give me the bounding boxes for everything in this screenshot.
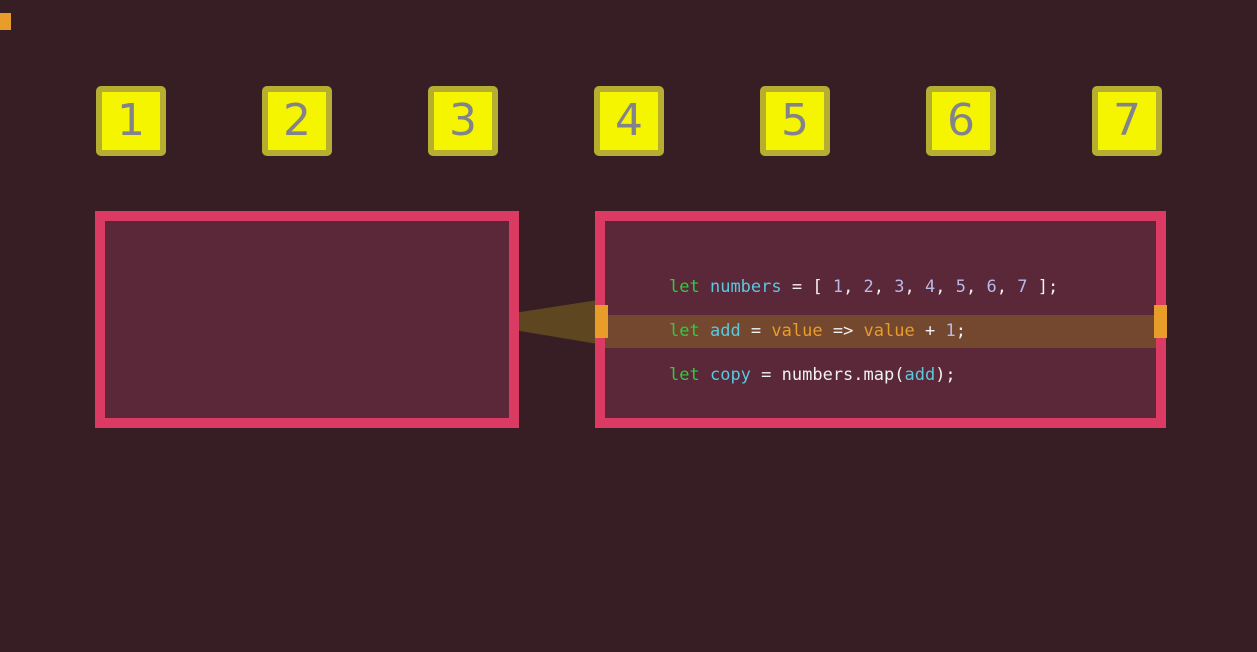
array-element-tile-label: 1: [117, 95, 145, 146]
code-token-keyword: let: [669, 365, 700, 385]
code-token-number: 1: [832, 277, 844, 297]
array-element-tile-2[interactable]: 2: [262, 86, 332, 156]
connector-wedge: [514, 300, 598, 344]
code-token-plain: =: [750, 365, 782, 385]
array-element-tile-6[interactable]: 6: [926, 86, 996, 156]
code-token-number: 2: [863, 277, 874, 297]
code-token-plain: =>: [822, 321, 864, 341]
array-element-tile-3[interactable]: 3: [428, 86, 498, 156]
code-token-number: 5: [955, 277, 966, 297]
array-element-tile-5[interactable]: 5: [760, 86, 830, 156]
code-token-plain: = [: [781, 277, 833, 297]
active-line-marker-left: [595, 305, 608, 338]
code-line[interactable]: let numbers = [ 1, 2, 3, 4, 5, 6, 7 ];: [605, 271, 1156, 304]
code-token-param: value: [771, 321, 823, 341]
array-element-tile-label: 7: [1113, 95, 1141, 146]
execution-flow-connector: [514, 300, 598, 344]
array-element-tile-label: 6: [947, 95, 975, 146]
code-token-ident: numbers: [709, 277, 782, 297]
code-token-plain: [700, 359, 710, 392]
code-token-plain: ,: [843, 277, 864, 297]
code-token-plain: =: [740, 321, 772, 341]
code-token-plain: numbers.map(: [781, 365, 905, 385]
code-token-param: value: [863, 321, 915, 341]
code-token-number: 1: [945, 321, 956, 341]
code-token-plain: ,: [873, 277, 895, 297]
array-element-tile-7[interactable]: 7: [1092, 86, 1162, 156]
code-token-ident: copy: [709, 365, 751, 385]
code-token-keyword: let: [669, 277, 700, 297]
code-token-keyword: let: [669, 321, 700, 341]
code-token-plain: +: [914, 321, 946, 341]
code-token-plain: ;: [955, 321, 966, 341]
code-line-list: let numbers = [ 1, 2, 3, 4, 5, 6, 7 ];le…: [605, 221, 1156, 418]
array-element-tile-1[interactable]: 1: [96, 86, 166, 156]
code-token-number: 6: [986, 277, 997, 297]
code-token-number: 7: [1017, 277, 1028, 297]
connector-tip-marker: [0, 13, 11, 30]
array-element-tile-label: 3: [449, 95, 477, 146]
code-token-plain: ,: [904, 277, 926, 297]
array-element-tile-label: 5: [781, 95, 809, 146]
code-token-plain: );: [935, 365, 956, 385]
array-element-tiles: 1 2 3 4 5 6 7: [0, 86, 1257, 158]
array-element-tile-label: 2: [283, 95, 311, 146]
code-panel: let numbers = [ 1, 2, 3, 4, 5, 6, 7 ];le…: [595, 211, 1166, 428]
code-token-plain: ,: [935, 277, 956, 297]
code-token-plain: [700, 315, 710, 348]
code-token-number: 3: [894, 277, 905, 297]
code-line-active[interactable]: let add = value => value + 1;: [605, 315, 1156, 348]
active-line-marker-right: [1154, 305, 1167, 338]
code-token-plain: ,: [996, 277, 1018, 297]
code-line[interactable]: let copy = numbers.map(add);: [605, 359, 1156, 392]
code-token-plain: ];: [1027, 277, 1059, 297]
array-element-tile-4[interactable]: 4: [594, 86, 664, 156]
code-token-plain: ,: [966, 277, 987, 297]
output-panel: [95, 211, 519, 428]
code-token-ident: add: [709, 321, 741, 341]
code-token-plain: [700, 271, 710, 304]
array-element-tile-label: 4: [615, 95, 643, 146]
code-token-number: 4: [925, 277, 936, 297]
code-token-ident: add: [904, 365, 936, 385]
